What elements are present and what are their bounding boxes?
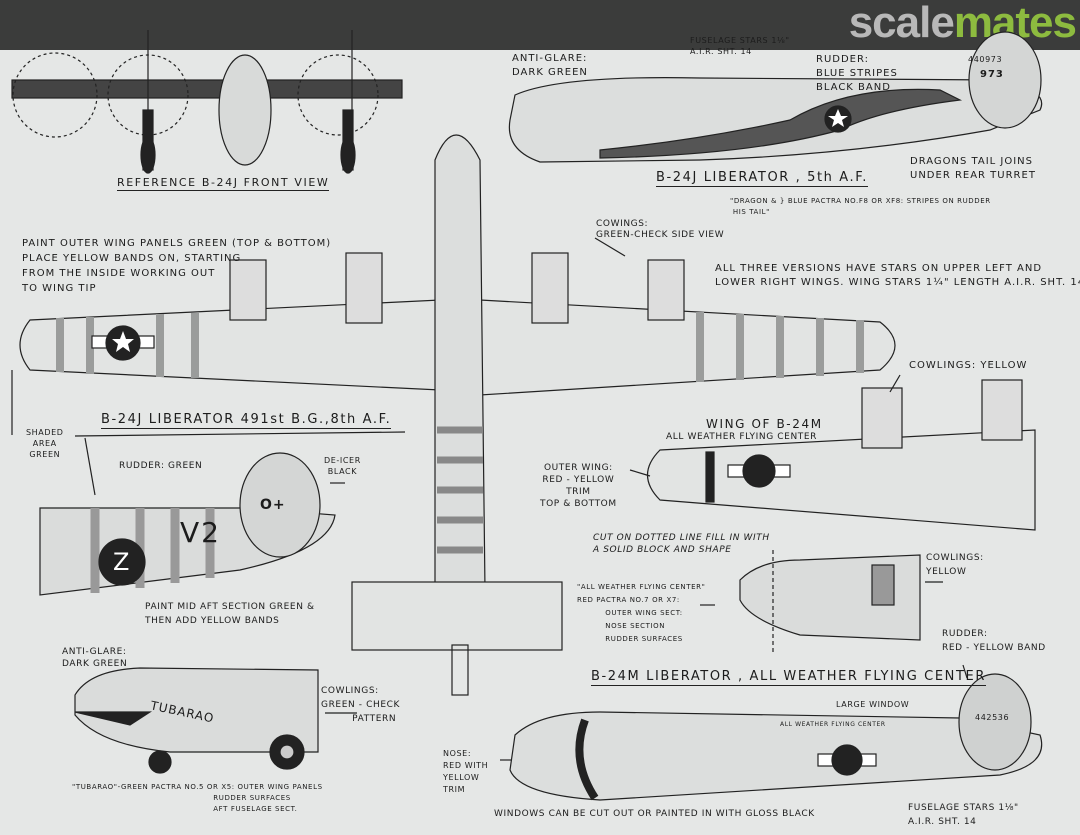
tail-serial-m: 442536 xyxy=(975,713,1010,722)
awfc-nose-drawing xyxy=(739,550,921,655)
b24j-top-view-drawing xyxy=(19,134,896,696)
wing-yellow-bands xyxy=(56,312,864,382)
note-anti-glare-top: ANTI-GLARE: DARK GREEN xyxy=(512,53,588,78)
b24m-wing-drawing xyxy=(646,379,1036,531)
note-de-icer: DE-ICER BLACK xyxy=(324,456,361,476)
watermark-bar: scalemates xyxy=(0,0,1080,50)
code-v2: V2 xyxy=(180,516,221,549)
note-cowlings-yellow-wing: COWLINGS: YELLOW xyxy=(909,360,1028,371)
code-z: Z xyxy=(113,548,131,576)
tubarao-drawing xyxy=(74,667,319,774)
tail-serial-big: 973 xyxy=(980,69,1004,80)
note-tubarao-paint: "TUBARAO"-GREEN PACTRA NO.5 or X5: OUTER… xyxy=(72,783,323,813)
front-view-drawing xyxy=(11,30,403,174)
code-o: O+ xyxy=(260,497,286,513)
note-dragon-paint: "DRAGON & } BLUE PACTRA NO.F8 or XF8: ST… xyxy=(730,197,991,216)
title-b24j-5th-af: B-24J LIBERATOR , 5th A.F. xyxy=(656,170,868,187)
note-large-window: LARGE WINDOW xyxy=(836,700,910,709)
note-all-three: ALL THREE VERSIONS HAVE STARS ON UPPER L… xyxy=(715,263,1080,288)
note-windows: WINDOWS CAN BE CUT OUT OR PAINTED IN WIT… xyxy=(494,809,815,819)
fuselage-awfc-text: ALL WEATHER FLYING CENTER xyxy=(780,721,886,728)
title-b24j-491st: B-24J LIBERATOR 491st B.G.,8th A.F. xyxy=(101,412,392,429)
b24j-5th-af-drawing xyxy=(508,31,1043,163)
note-cowings: COWINGS: GREEN-CHECK SIDE VIEW xyxy=(596,219,725,240)
note-cowlings-green: COWLINGS: GREEN - CHECK PATTERN xyxy=(321,686,401,724)
note-fuselage-stars-bottom: FUSELAGE STARS 1⅛" A.I.R. SHT. 14 xyxy=(908,803,1019,827)
note-outer-wing: OUTER WING: RED - YELLOW TRIM TOP & BOTT… xyxy=(540,463,617,509)
scalemates-watermark: scalemates xyxy=(848,0,1077,47)
arrows xyxy=(11,237,968,761)
tail-serial-small: 440973 xyxy=(968,55,1003,64)
note-paint-mid: PAINT MID AFT SECTION GREEN & THEN ADD Y… xyxy=(145,602,315,626)
note-shaded: SHADED AREA GREEN xyxy=(26,428,64,459)
note-cowlings-yellow-side: COWLINGS: YELLOW xyxy=(926,553,984,577)
title-front-view: REFERENCE B-24J FRONT VIEW xyxy=(117,176,330,191)
note-nose-red: NOSE: RED WITH YELLOW TRIM xyxy=(443,749,489,794)
note-paint-outer: PAINT OUTER WING PANELS GREEN (TOP & BOT… xyxy=(22,238,332,294)
note-fuselage-stars-top: FUSELAGE STARS 1⅛" A.I.R. SHT. 14 xyxy=(690,36,790,56)
note-awfc-paint: "ALL WEATHER FLYING CENTER" RED PACTRA N… xyxy=(577,583,706,643)
b24m-side-drawing xyxy=(509,673,1043,801)
title-wing-b24m: WING OF B-24M xyxy=(706,417,823,431)
note-all-weather-sub: ALL WEATHER FLYING CENTER xyxy=(666,432,818,442)
note-anti-glare-bottom: ANTI-GLARE: DARK GREEN xyxy=(62,647,128,669)
note-cut-dotted: CUT ON DOTTED LINE FILL IN WITH A SOLID … xyxy=(593,533,770,555)
note-rudder-red: RUDDER: RED - YELLOW BAND xyxy=(942,629,1046,653)
note-rudder-green: RUDDER: GREEN xyxy=(119,461,203,471)
title-b24m: B-24M LIBERATOR , ALL WEATHER FLYING CEN… xyxy=(591,669,986,686)
note-rudder-blue: RUDDER: BLUE STRIPES BLACK BAND xyxy=(816,54,898,93)
b24j-491st-drawing xyxy=(39,452,336,596)
note-dragon-tail: DRAGONS TAIL JOINS UNDER REAR TURRET xyxy=(910,156,1036,181)
